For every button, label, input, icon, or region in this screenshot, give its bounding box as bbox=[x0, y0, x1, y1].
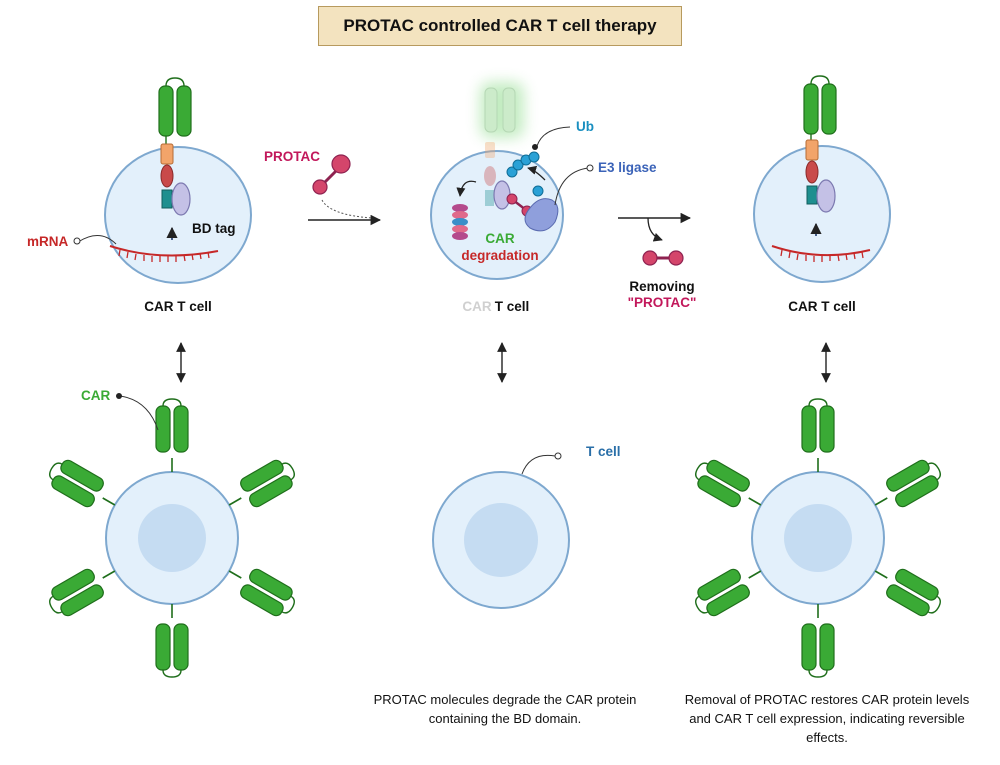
removed-protac-molecule bbox=[642, 250, 684, 266]
middle-t-cell-label: T cell bbox=[495, 299, 530, 314]
car-t-cell-left-label: CAR T cell bbox=[144, 299, 212, 314]
car-degradation-word: degradation bbox=[461, 248, 538, 263]
car-t-cell-middle-top bbox=[430, 82, 594, 280]
mrna-label: mRNA bbox=[27, 234, 69, 249]
car-t-cell-right-top bbox=[753, 75, 891, 283]
left-receptor-stem bbox=[228, 497, 242, 506]
e3-ligase-shape bbox=[524, 198, 559, 232]
left-car-receptor bbox=[49, 459, 104, 508]
car-receptor bbox=[158, 77, 192, 216]
car-t-cell-right-label: CAR T cell bbox=[788, 299, 856, 314]
caption-right: Removal of PROTAC restores CAR protein l… bbox=[684, 692, 970, 745]
right-receptor-stem bbox=[748, 570, 762, 579]
right-receptor-stem bbox=[874, 570, 888, 579]
car-t-cell-left-bottom bbox=[49, 398, 295, 678]
left-car-receptor bbox=[240, 459, 295, 508]
faded-car-receptor bbox=[480, 82, 524, 138]
right-car-receptor bbox=[886, 459, 941, 508]
ubiquitin-chain bbox=[506, 151, 544, 197]
caption-middle: PROTAC molecules degrade the CAR protein… bbox=[373, 692, 637, 726]
protac-label: PROTAC bbox=[264, 149, 320, 164]
car-t-cell-left-top bbox=[73, 77, 252, 284]
left-car-receptor bbox=[240, 568, 295, 617]
e3-ligase-label: E3 ligase bbox=[598, 160, 657, 175]
t-cell-label: T cell bbox=[586, 444, 621, 459]
car-label: CAR bbox=[81, 388, 110, 403]
mrna-strand bbox=[109, 245, 219, 262]
car-degradation-car: CAR bbox=[485, 231, 514, 246]
left-car-receptor bbox=[49, 568, 104, 617]
t-cell-middle-bottom bbox=[432, 452, 570, 609]
left-receptor-stem bbox=[228, 570, 242, 579]
car-t-cell-right-bottom bbox=[695, 398, 941, 678]
bd-tag-label: BD tag bbox=[192, 221, 236, 236]
left-car-receptor bbox=[155, 623, 189, 678]
right-car-receptor bbox=[695, 568, 750, 617]
right-car-receptor bbox=[695, 459, 750, 508]
right-receptor-stem bbox=[874, 497, 888, 506]
left-receptor-stem bbox=[102, 570, 116, 579]
right-car-receptor bbox=[886, 568, 941, 617]
right-car-receptor bbox=[801, 398, 835, 453]
ub-label: Ub bbox=[576, 119, 594, 134]
page-title: PROTAC controlled CAR T cell therapy bbox=[318, 6, 682, 46]
protac-molecule bbox=[312, 154, 373, 219]
right-receptor-stem bbox=[748, 497, 762, 506]
removing-label: Removing bbox=[629, 279, 694, 294]
left-car-receptor bbox=[155, 398, 189, 453]
proteasome bbox=[452, 204, 468, 240]
car-receptor-restored bbox=[803, 75, 837, 213]
left-receptor-stem bbox=[102, 497, 116, 506]
right-car-receptor bbox=[801, 623, 835, 678]
car-faded-label: CAR bbox=[462, 299, 491, 314]
removing-protac-label: "PROTAC" bbox=[628, 295, 697, 310]
